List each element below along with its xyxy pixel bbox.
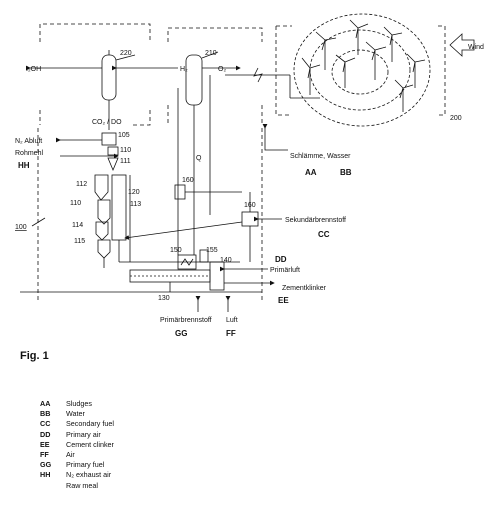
ref-160b: 160	[244, 202, 256, 209]
legend-code: BB	[40, 409, 51, 419]
label-schlaemme-wasser: Schlämme, Wasser	[290, 153, 351, 160]
legend-code: DD	[40, 429, 51, 439]
legend-item: AA Sludges	[40, 399, 114, 409]
wind-turbine	[315, 31, 337, 70]
ref-110b: 110	[70, 200, 81, 207]
ref-160a: 160	[182, 177, 194, 184]
reactor-220	[101, 54, 117, 101]
legend-code: HH	[40, 470, 51, 480]
heat-exchanger-150	[177, 254, 197, 270]
code-gg: GG	[175, 329, 187, 338]
boundary-plant	[37, 128, 263, 300]
ref-115: 115	[74, 238, 85, 245]
label-i2oh: I₂OH	[26, 66, 41, 73]
label-zementklinker: Zementklinker	[282, 285, 327, 292]
wind-turbine	[301, 57, 321, 95]
legend-text: Primary air	[66, 429, 101, 439]
wind-turbine	[349, 19, 369, 55]
electrolyzer-210	[185, 54, 203, 106]
legend-item: HH N₂ exhaust air	[40, 470, 114, 480]
unit-160-right	[241, 211, 259, 227]
clinker-cooler-140	[209, 261, 225, 291]
legend-code: AA	[40, 399, 51, 408]
legend-code: GG	[40, 460, 52, 470]
wind-turbine	[365, 41, 387, 80]
label-primaerluft: Primärluft	[270, 267, 300, 274]
figure-label: Fig. 1	[20, 350, 49, 362]
legend-text: Primary fuel	[66, 460, 105, 470]
ref-120: 120	[128, 189, 140, 196]
legend-code: CC	[40, 419, 51, 429]
code-cc: CC	[318, 230, 330, 239]
unit-160-upper	[174, 184, 186, 200]
precalciner-120	[111, 174, 127, 241]
legend-text: N₂ exhaust air	[66, 470, 112, 480]
preheater-stage-112	[94, 174, 109, 201]
wind-park-ring-inner	[331, 49, 389, 95]
legend-text: Cement clinker	[66, 439, 114, 449]
ref-114: 114	[72, 222, 83, 229]
legend-text: Air	[66, 450, 75, 460]
legend-text: Sludges	[66, 399, 92, 408]
cyclone-105	[101, 132, 117, 146]
legend-text: Secondary fuel	[66, 419, 114, 429]
preheater-stage-115	[97, 239, 111, 259]
ref-130: 130	[158, 295, 170, 302]
ref-220: 220	[120, 50, 132, 57]
legend-item: CC Secondary fuel	[40, 419, 114, 429]
boundary-synthesis	[39, 23, 151, 126]
ref-112: 112	[76, 181, 87, 188]
label-sekundaerbrennstoff: Sekundärbrennstoff	[285, 217, 346, 224]
label-q: Q	[196, 155, 202, 162]
legend-item: FF Air	[40, 450, 114, 460]
legend-item: GG Primary fuel	[40, 460, 114, 470]
label-co2-do: CO₂ / DO	[92, 119, 122, 126]
code-ee: EE	[278, 296, 289, 305]
legend-item: EE Cement clinker	[40, 440, 114, 450]
label-n2-abluft: N₂ Abluft	[15, 138, 42, 145]
legend-code: EE	[40, 439, 50, 449]
ref-100: 100	[15, 224, 27, 231]
wind-arrow	[449, 33, 475, 57]
legend-item: DD Primary air	[40, 430, 114, 440]
ref-155: 155	[206, 247, 218, 254]
cyclone-111	[107, 157, 119, 172]
legend-code: FF	[40, 450, 49, 460]
ref-210: 210	[205, 50, 217, 57]
code-hh: HH	[18, 161, 30, 170]
label-h2: H₂	[180, 66, 188, 73]
code-bb: BB	[340, 168, 352, 177]
preheater-stage-114	[95, 221, 109, 241]
boundary-wind	[275, 25, 446, 116]
label-o2: O₂	[218, 66, 226, 73]
code-dd: DD	[275, 255, 287, 264]
label-primaerbrennstoff: Primärbrennstoff	[160, 317, 212, 324]
cyclone-110	[107, 146, 119, 156]
wind-turbine	[335, 54, 356, 88]
legend-text: Water	[66, 409, 85, 419]
ref-150: 150	[170, 247, 182, 254]
ref-110a: 110	[120, 147, 131, 154]
unit-155	[199, 249, 209, 263]
label-rohmehl: Rohmehl	[15, 150, 43, 157]
ref-111: 111	[120, 158, 131, 165]
wind-turbine	[394, 79, 414, 112]
ref-113: 113	[130, 201, 141, 208]
wind-park-ring-outer	[293, 13, 431, 127]
ref-105: 105	[118, 132, 130, 139]
label-wind: Wind	[468, 44, 484, 51]
ref-200: 200	[450, 115, 462, 122]
boundary-electrolysis	[167, 27, 263, 125]
ref-140: 140	[220, 257, 232, 264]
preheater-stage-113	[97, 199, 111, 225]
legend-item: BB Water	[40, 409, 114, 419]
code-aa: AA	[305, 168, 317, 177]
label-luft: Luft	[226, 317, 238, 324]
code-ff: FF	[226, 329, 236, 338]
wind-turbine	[383, 26, 403, 62]
wind-turbine	[406, 53, 426, 88]
legend-extra: Raw meal	[66, 480, 98, 490]
